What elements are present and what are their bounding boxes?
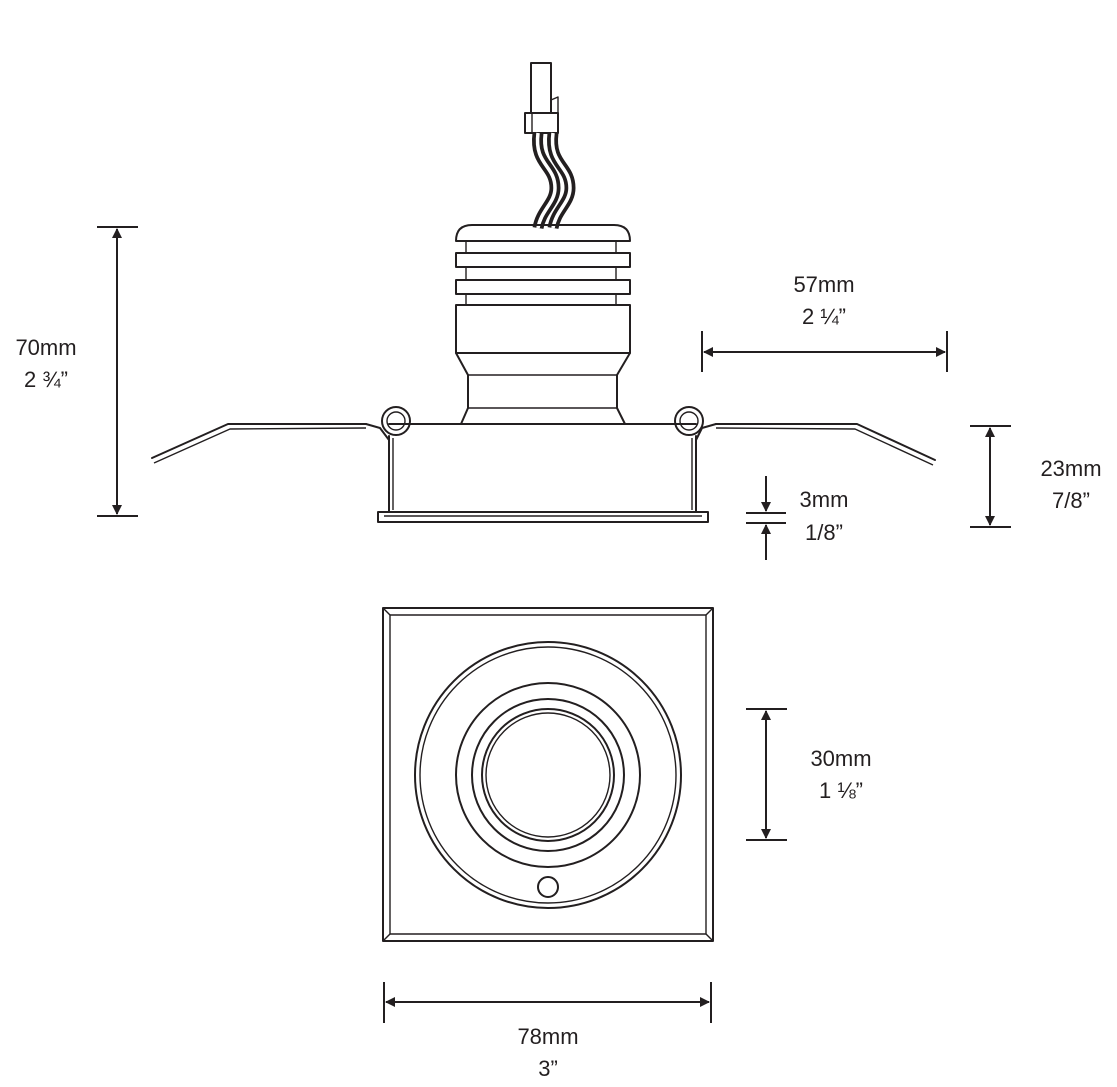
dim-trim-depth-imperial: 7/8” <box>1052 488 1090 513</box>
connector-plug <box>524 62 559 134</box>
dim-trim-depth-metric: 23mm <box>1040 456 1101 481</box>
side-view <box>151 62 936 523</box>
dim-flange-thickness: 3mm 1/8” <box>746 476 848 560</box>
heat-sink <box>455 224 631 306</box>
trim-square-outer <box>382 607 714 942</box>
adjustment-screw <box>537 876 559 898</box>
lens-aperture <box>481 708 615 842</box>
dim-overall-height-imperial: 2 ¾” <box>24 367 68 392</box>
housing-body <box>455 304 631 425</box>
dim-clip-span: 57mm 2 ¼” <box>701 272 948 372</box>
dim-trim-width-imperial: 3” <box>538 1056 558 1081</box>
trim-square-inner <box>389 614 707 935</box>
trim-housing <box>377 423 709 523</box>
dim-aperture-imperial: 1 ⅛” <box>819 778 863 803</box>
dim-overall-height: 70mm 2 ¾” <box>15 226 138 517</box>
lead-wires <box>532 132 576 230</box>
front-view <box>382 607 714 942</box>
dim-clip-span-imperial: 2 ¼” <box>802 304 846 329</box>
dim-aperture: 30mm 1 ⅛” <box>746 708 872 841</box>
dim-trim-width-metric: 78mm <box>517 1024 578 1049</box>
dim-flange-thickness-metric: 3mm <box>800 487 849 512</box>
bezel-ring <box>414 641 682 909</box>
spring-clip-left <box>151 406 411 464</box>
dim-trim-depth: 23mm 7/8” <box>970 425 1102 528</box>
dim-aperture-metric: 30mm <box>810 746 871 771</box>
dim-flange-thickness-imperial: 1/8” <box>805 520 843 545</box>
gimbal-ring <box>455 682 641 868</box>
spring-clip-right <box>674 406 936 466</box>
dim-overall-height-metric: 70mm <box>15 335 76 360</box>
dim-clip-span-metric: 57mm <box>793 272 854 297</box>
dim-trim-width: 78mm 3” <box>383 982 712 1081</box>
